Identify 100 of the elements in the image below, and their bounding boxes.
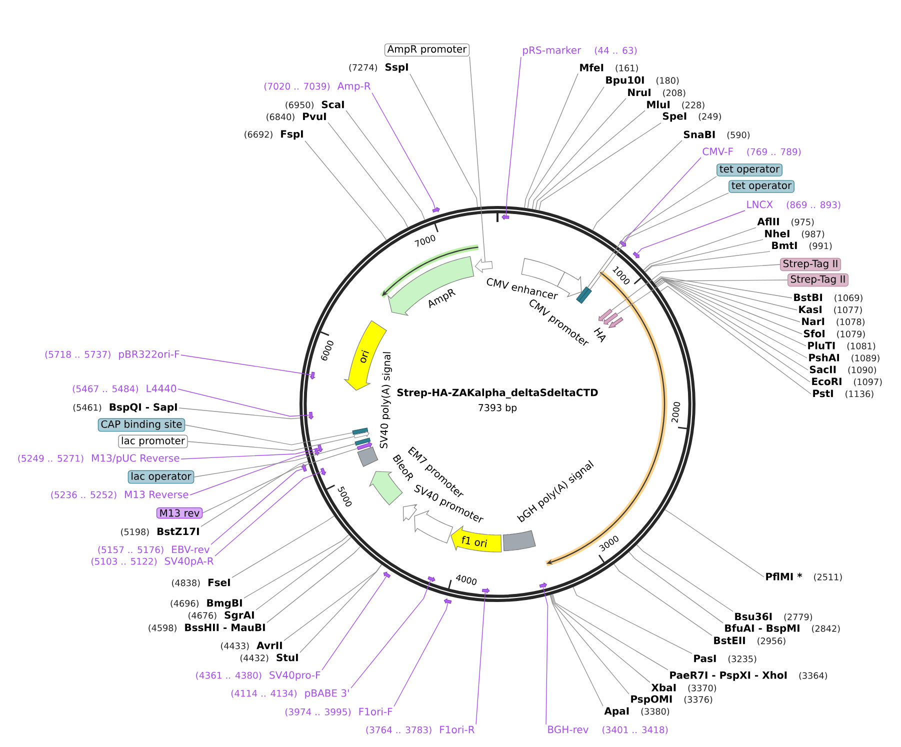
cut-site-label: PasI (3235) (694, 654, 756, 664)
feature-tag: lac promoter (118, 434, 188, 448)
leader-line (178, 388, 310, 417)
leader-line (322, 576, 387, 670)
leader-line (200, 461, 308, 527)
cut-site-label: (5198) BstZ17I (121, 528, 199, 536)
leader-line (184, 424, 353, 446)
leader-line (532, 98, 626, 210)
cut-site-label: SacII (1090) (810, 366, 876, 374)
primer-mark (539, 582, 547, 588)
leader-line (469, 56, 486, 262)
leader-line (551, 594, 650, 683)
leader-line (587, 176, 717, 288)
cut-site-label: SnaBI (590) (684, 130, 750, 140)
primer-label: (4361 .. 4380) SV40pro-F (196, 671, 320, 681)
cut-site-label: NarI (1078) (802, 318, 864, 326)
leader-line (394, 602, 448, 707)
feature-label: CMV enhancer (486, 278, 558, 300)
feature-tag: AmpR promoter (384, 43, 470, 57)
leader-line (572, 586, 692, 654)
primer-mark (310, 372, 316, 380)
leader-line (550, 594, 604, 706)
primer-mark (432, 207, 440, 212)
primer-label: (5249 .. 5271) M13/pUC Reverse (18, 454, 180, 464)
primer-mark (502, 214, 510, 220)
primer-label: (5236 .. 5252) M13 Reverse (51, 490, 188, 500)
cut-site-label: SpeI (249) (662, 112, 721, 122)
leader-line (284, 564, 382, 641)
primer-mark (318, 444, 323, 452)
leader-line (644, 239, 764, 272)
cut-site-label: (4598) BssHII - MauBI (148, 624, 265, 632)
leader-line (654, 277, 798, 310)
cut-site-label: NheI (987) (765, 230, 824, 238)
primer-label: (3974 .. 3995) F1ori-F (285, 708, 392, 716)
cut-site-label: PspOMI (3376) (631, 695, 712, 705)
leader-line (636, 544, 734, 612)
leader-line (410, 74, 478, 208)
feature-mark (354, 430, 370, 438)
primer-label: (5157 .. 5176) EBV-rev (98, 546, 210, 554)
leader-line (202, 448, 358, 514)
cut-site-label: (4433) AvrII (221, 642, 282, 650)
leader-line (654, 278, 802, 334)
leader-line (346, 110, 426, 220)
leader-line (194, 443, 356, 478)
cut-site-label: XbaI (3370) (651, 684, 716, 692)
cut-site-label: (4432) StuI (240, 654, 298, 662)
leader-line (180, 354, 312, 376)
cut-site-label: SfoI (1079) (804, 330, 865, 338)
leader-line (664, 509, 764, 578)
leader-line (527, 86, 604, 209)
leader-line (328, 122, 408, 228)
primer-label: (7020 .. 7039) Amp-R (264, 82, 371, 92)
leader-line (188, 436, 355, 451)
leader-line (653, 276, 792, 298)
cut-site-label: ApaI (3380) (604, 707, 670, 717)
cut-site-label: Bsu36I (2779) (735, 612, 812, 622)
scale-number: 6000 (321, 340, 334, 360)
cut-site-label: (5461) BspQI - SapI (73, 403, 177, 413)
leader-line (623, 157, 702, 243)
feature-tag: tet operator (728, 180, 794, 193)
feature-mark (598, 308, 612, 322)
cut-site-label: Bpu10I (180) (606, 76, 679, 86)
leader-line (644, 251, 770, 273)
primer-label: (5467 .. 5484) L4440 (72, 384, 176, 394)
feature-mark (604, 312, 618, 325)
feature-tag: Strep-Tag II (787, 273, 849, 287)
feature-mark (356, 442, 372, 450)
feature-tag: Strep-Tag II (780, 258, 842, 272)
primer-mark (428, 576, 436, 582)
primer-mark (320, 468, 326, 476)
primer-mark (632, 252, 640, 258)
scale-number: 4000 (456, 574, 477, 586)
cut-site-label: PstI (1136) (813, 390, 874, 398)
scale-number: 7000 (414, 234, 436, 247)
plasmid-title: Strep-HA-ZAKalpha_deltaSdeltaCTD (397, 388, 598, 398)
feature-tag: tet operator (716, 164, 782, 176)
leader-line (636, 210, 746, 254)
primer-mark (619, 240, 626, 247)
cut-site-label: (4696) BmgBI (170, 599, 242, 609)
cut-site-label: BstBI (1069) (794, 294, 862, 302)
leader-line (614, 564, 712, 636)
cut-site-label: BstEII (2956) (714, 636, 786, 646)
leader-line (654, 278, 806, 346)
leader-line (611, 264, 780, 311)
primer-label: (5718 .. 5737) pBR322ori-F (45, 350, 180, 360)
feature-block: f1 ori (450, 525, 502, 552)
leader-line (300, 564, 382, 653)
primer-mark (308, 412, 314, 420)
primer-mark (482, 588, 490, 594)
leader-line (643, 227, 756, 271)
cut-site-label: (4676) SgrAI (188, 611, 254, 621)
leader-line (190, 451, 316, 496)
primer-label: LNCX (869 .. 893) (747, 200, 840, 210)
leader-line (535, 110, 646, 210)
feature-tag: M13 rev (156, 507, 203, 519)
primer-mark (301, 464, 307, 472)
cut-site-label: AflII (975) (757, 218, 814, 226)
cut-site-label: (4838) FseI (172, 578, 230, 588)
cut-site-label: PshAI (1089) (809, 354, 880, 362)
cut-site-label: (6840) PvuI (266, 112, 326, 122)
